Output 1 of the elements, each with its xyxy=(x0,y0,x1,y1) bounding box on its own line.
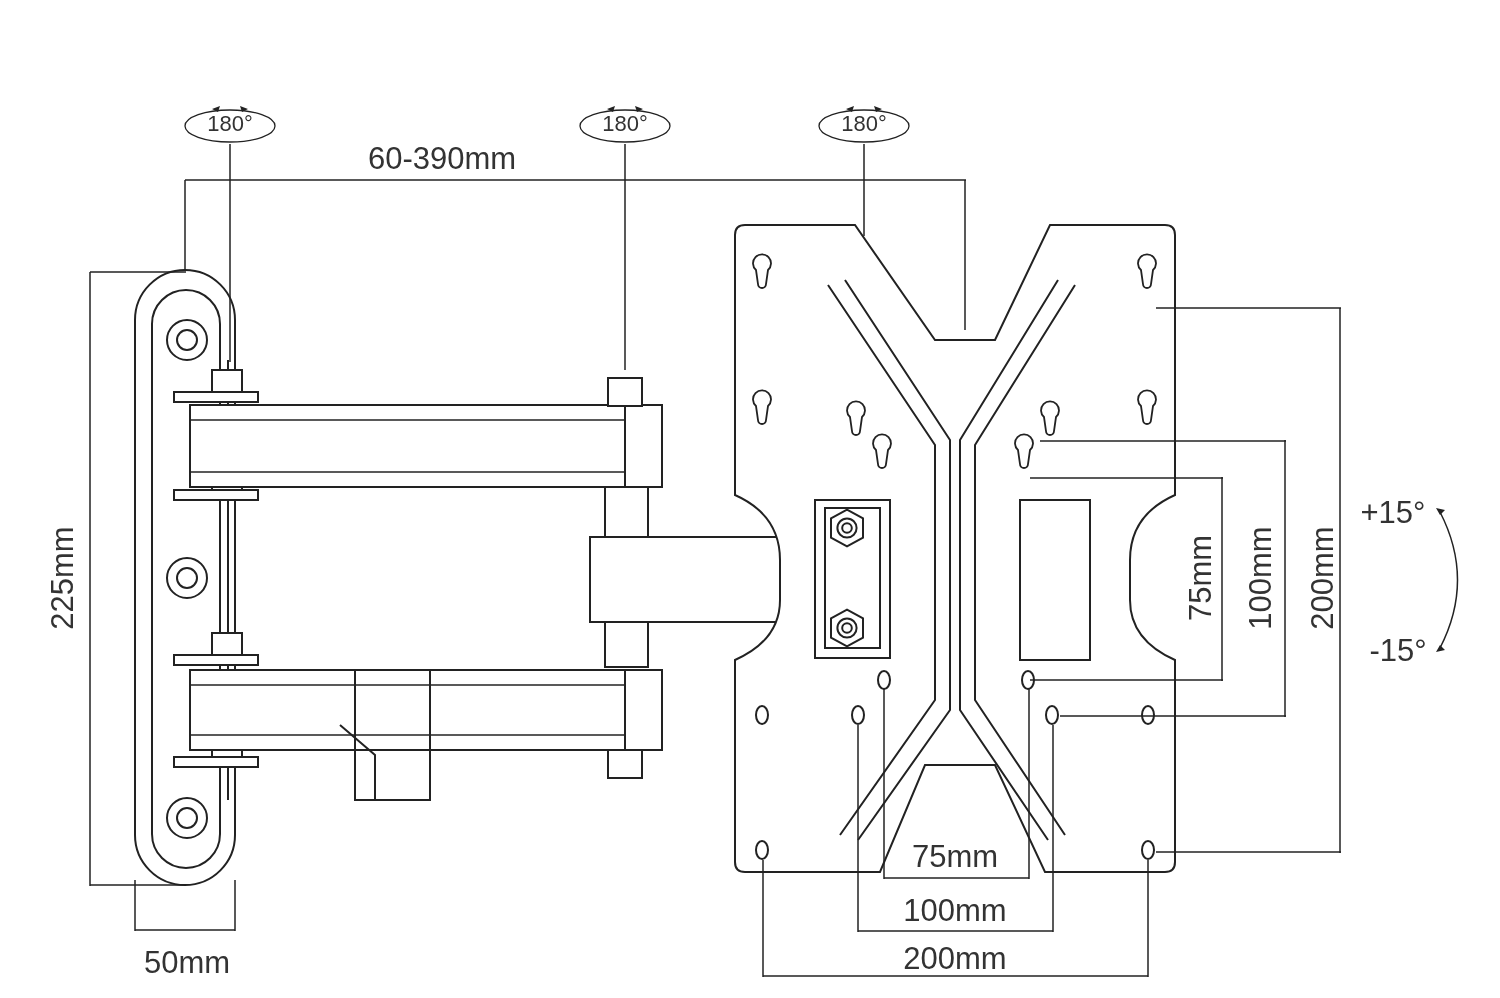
leader-line xyxy=(863,143,865,237)
